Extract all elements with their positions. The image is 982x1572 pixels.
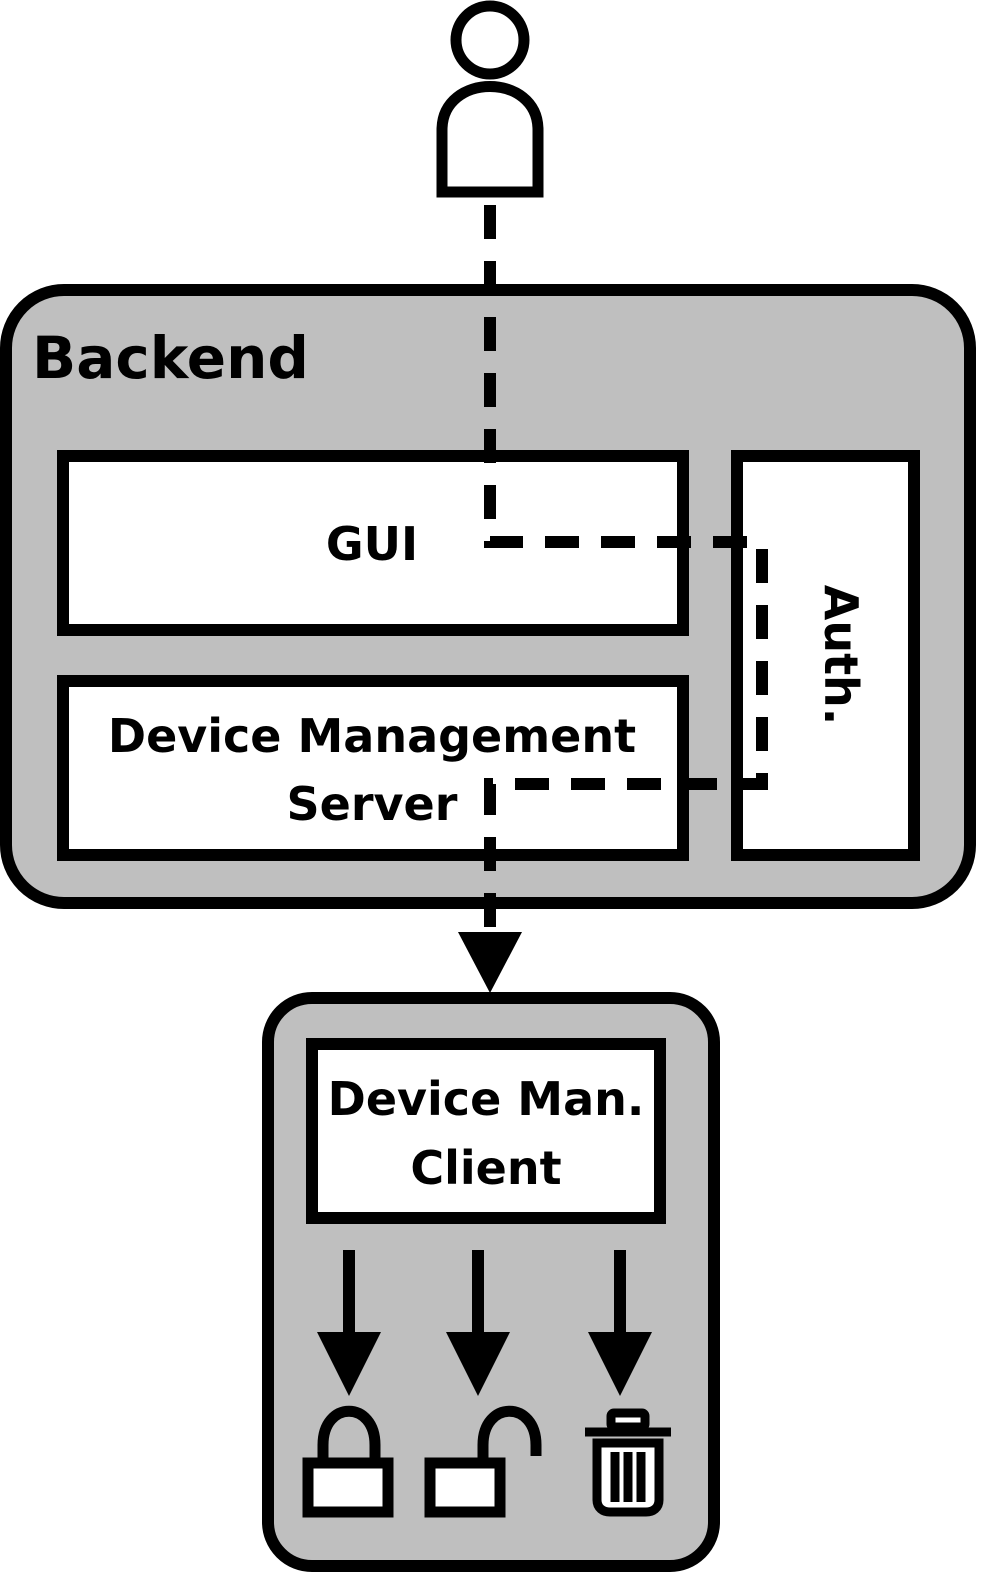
unlock-icon (424, 1405, 542, 1518)
action-arrows (317, 1250, 652, 1396)
gui-label: GUI (326, 517, 418, 571)
trash-icon (585, 1408, 671, 1517)
dms-label-line1: Device Management (108, 709, 636, 763)
client-label-line2: Client (410, 1141, 561, 1195)
gui-box (57, 450, 689, 636)
lock-icon (302, 1405, 394, 1518)
flow-arrowhead (458, 932, 522, 993)
device-management-server-box (57, 675, 689, 861)
auth-label: Auth. (814, 585, 868, 726)
user-icon (436, 0, 544, 198)
backend-title: Backend (32, 324, 309, 392)
device-client-box (306, 1038, 666, 1224)
request-flow-line (484, 205, 768, 935)
client-label-line1: Device Man. (328, 1072, 645, 1126)
dms-label-line2: Server (287, 777, 458, 831)
